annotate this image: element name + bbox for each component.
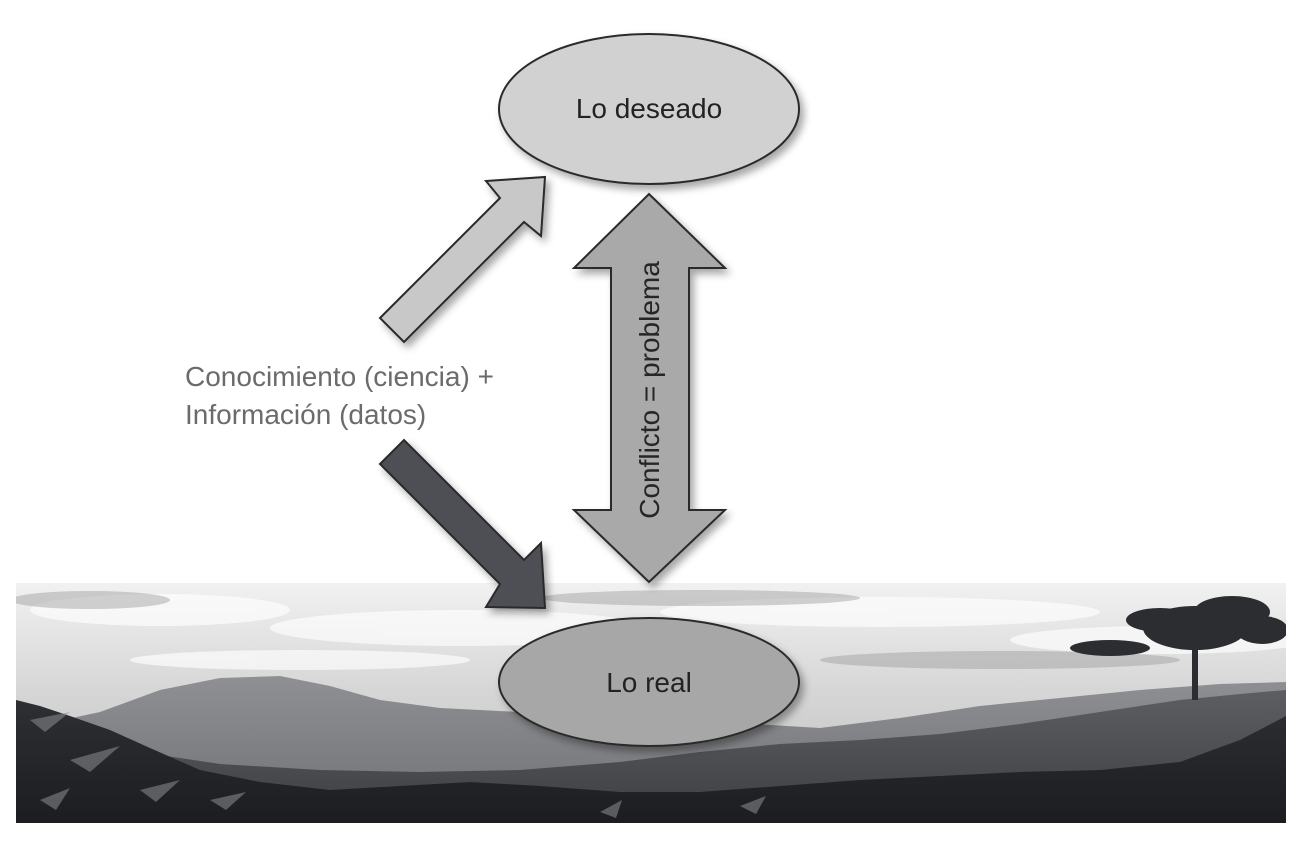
desired-state-node bbox=[498, 33, 800, 185]
conflict-label: Conflicto = problema bbox=[634, 261, 665, 519]
knowledge-label-line2: Información (datos) bbox=[185, 399, 426, 430]
knowledge-to-real-arrow bbox=[378, 438, 547, 610]
real-state-node bbox=[498, 617, 800, 747]
knowledge-to-desired-arrow bbox=[378, 175, 547, 344]
conflict-double-arrow bbox=[571, 192, 728, 584]
real-state-label: Lo real bbox=[606, 667, 692, 698]
desired-state-label: Lo deseado bbox=[576, 93, 722, 124]
knowledge-label-line1: Conocimiento (ciencia) + bbox=[185, 361, 494, 392]
